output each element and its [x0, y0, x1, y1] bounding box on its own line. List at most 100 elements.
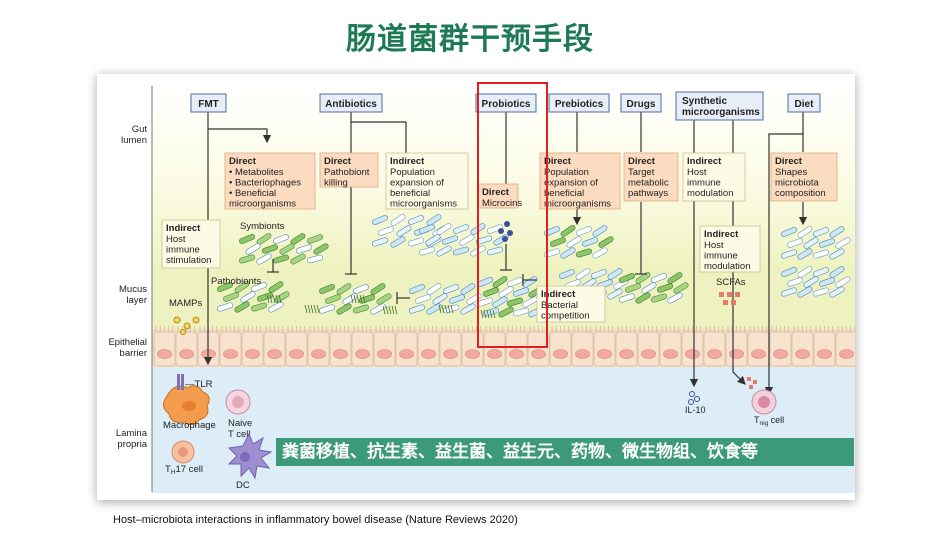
- bacterium: [250, 302, 268, 312]
- pathobiont-marker: [266, 294, 282, 304]
- bacterium: [336, 303, 352, 315]
- epithelial-cell: [483, 326, 506, 367]
- bacterium: [426, 303, 442, 315]
- bacterium: [256, 292, 274, 302]
- bacterium: [432, 293, 448, 305]
- dc-label: DC: [236, 480, 250, 491]
- svg-text:expansion of: expansion of: [544, 178, 598, 189]
- header-synthetic-microorganisms[interactable]: Synthetic microorganisms: [675, 91, 764, 121]
- bacterium: [460, 303, 476, 315]
- bacterium: [352, 304, 370, 314]
- scfas-icon: [719, 292, 757, 389]
- bacterium: [797, 286, 813, 298]
- svg-text:Indirect: Indirect: [166, 223, 201, 234]
- bacterium: [797, 226, 813, 238]
- pathobionts-label: Pathobionts: [211, 276, 261, 287]
- bacterium: [656, 283, 674, 293]
- bacterium: [512, 287, 530, 297]
- bacterium: [370, 303, 386, 315]
- bacterium: [575, 248, 593, 258]
- bacterium: [797, 248, 813, 260]
- svg-text:Antibiotics: Antibiotics: [325, 99, 377, 110]
- bacterium: [829, 286, 845, 298]
- page-title: 肠道菌群干预手段: [346, 22, 594, 57]
- bacterium: [396, 225, 412, 237]
- bacterium: [273, 234, 289, 244]
- svg-text:immune: immune: [166, 245, 200, 256]
- epithelial-cell: [241, 326, 264, 367]
- header-antibiotics[interactable]: Antibiotics: [319, 93, 383, 113]
- bacterium: [498, 286, 514, 298]
- bacterium: [268, 281, 284, 293]
- bacterium: [829, 266, 845, 278]
- svg-text:Host: Host: [166, 234, 186, 245]
- epithelial-cell: [263, 326, 286, 367]
- bacterium: [829, 226, 845, 238]
- header-diet[interactable]: Diet: [787, 93, 821, 113]
- header-probiotics[interactable]: Probiotics: [475, 93, 537, 113]
- bacterium: [667, 272, 683, 284]
- svg-text:Indirect: Indirect: [687, 156, 722, 167]
- bacterium: [598, 236, 614, 248]
- svg-text:Direct: Direct: [628, 156, 656, 167]
- epithelial-cell: [703, 326, 726, 367]
- bacterium: [390, 214, 406, 226]
- bacterium: [492, 296, 508, 308]
- bacterium: [835, 237, 851, 249]
- bacterium: [390, 236, 406, 248]
- bacterium: [673, 282, 689, 294]
- macrophage-icon: [163, 374, 210, 426]
- svg-text:Direct: Direct: [482, 187, 510, 198]
- epithelial-cell: [329, 326, 352, 367]
- bacterium: [566, 236, 582, 248]
- svg-text:competition: competition: [541, 311, 590, 322]
- svg-text:• Metabolites: • Metabolites: [229, 167, 284, 178]
- bacterium: [483, 287, 499, 297]
- header-fmt[interactable]: FMT: [190, 93, 227, 113]
- bacterium: [256, 253, 272, 265]
- svg-text:modulation: modulation: [687, 188, 733, 199]
- bacterium: [295, 244, 313, 254]
- svg-text:microorganisms: microorganisms: [682, 107, 760, 118]
- bacterium: [506, 297, 524, 307]
- bacterium: [650, 293, 668, 303]
- bacterium: [279, 243, 295, 255]
- header-drugs[interactable]: Drugs: [620, 93, 662, 113]
- epithelial-cell: [417, 326, 440, 367]
- bacterium: [342, 293, 358, 305]
- bacterium: [325, 294, 341, 304]
- epithelial-cell: [307, 326, 330, 367]
- bacterium: [581, 237, 599, 247]
- svg-text:immune: immune: [704, 251, 738, 262]
- epithelial-cell: [285, 326, 308, 367]
- bacterium: [418, 246, 436, 256]
- bacterium: [306, 254, 324, 264]
- svg-text:Shapes: Shapes: [775, 167, 807, 178]
- bacterium: [234, 301, 250, 313]
- bacterium: [408, 304, 426, 314]
- svg-text:Population: Population: [390, 167, 435, 178]
- bacterium: [787, 277, 803, 287]
- bacterium: [576, 226, 592, 236]
- svg-text:microbiota: microbiota: [775, 178, 820, 189]
- epithelial-cell: [395, 326, 418, 367]
- bacterium: [835, 276, 851, 288]
- bacterium: [415, 294, 431, 304]
- dendritic-cell-icon: [227, 432, 273, 480]
- epithelial-cell: [351, 326, 374, 367]
- macrophage-label: Macrophage: [163, 420, 216, 431]
- svg-text:Direct: Direct: [324, 156, 352, 167]
- bacterium: [240, 291, 256, 303]
- header-prebiotics[interactable]: Prebiotics: [548, 93, 610, 113]
- mamps-label: MAMPs: [169, 298, 203, 309]
- svg-text:Target: Target: [628, 167, 655, 178]
- bacterium: [426, 214, 442, 226]
- pathobiont-marker: [480, 309, 496, 319]
- bacterium: [268, 301, 284, 313]
- pathobiont-marker: [350, 294, 366, 304]
- bacterium: [234, 281, 250, 293]
- svg-text:Host: Host: [687, 167, 707, 178]
